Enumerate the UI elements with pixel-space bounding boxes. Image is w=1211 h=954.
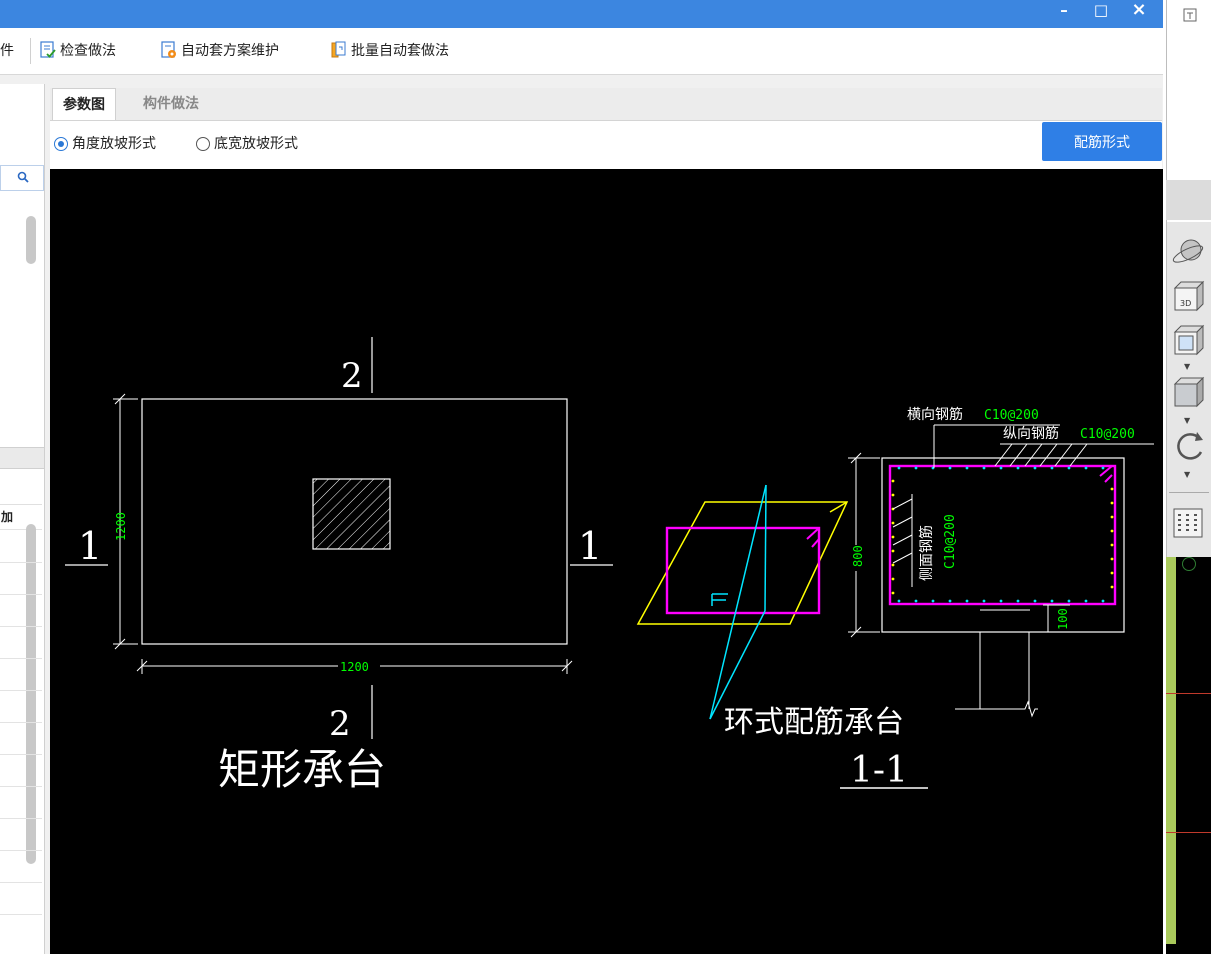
- cad-drawing: 2 2 1 1 1200 1200 矩形承台: [65, 337, 1154, 794]
- rotate-icon[interactable]: [1171, 428, 1207, 464]
- viewport-preview-strip: [1166, 557, 1211, 954]
- top-view-icon[interactable]: [1171, 322, 1207, 358]
- section-mark-bottom: 2: [329, 704, 351, 744]
- table-partial-header: 加: [1, 510, 14, 524]
- search-icon[interactable]: [17, 171, 30, 184]
- component-search-input[interactable]: [0, 165, 44, 191]
- radio-bottom-width-slope[interactable]: 底宽放坡形式: [196, 134, 298, 154]
- section-name: 环式配筋承台: [724, 705, 904, 740]
- table-scrollbar-thumb[interactable]: [26, 524, 36, 864]
- toolbar-divider: [30, 38, 31, 64]
- column-hatch: [312, 478, 391, 550]
- list-scrollbar-thumb[interactable]: [26, 216, 36, 264]
- minimize-icon[interactable]: –: [1060, 1, 1068, 19]
- batch-auto-method-button[interactable]: 批量自动套做法: [331, 40, 449, 62]
- batch-auto-method-label: 批量自动套做法: [351, 43, 449, 59]
- window-titlebar: – □ ×: [0, 0, 1163, 28]
- view-toolbar: 3D ▼ ▼ ▼: [1166, 222, 1211, 557]
- svg-text:3D: 3D: [1180, 299, 1191, 308]
- slope-form-options: 角度放坡形式 底宽放坡形式: [50, 121, 1162, 169]
- component-list-panel: 加: [0, 84, 45, 954]
- toolbar-item-partial[interactable]: 件: [0, 40, 14, 62]
- section-id: 1-1: [850, 750, 908, 791]
- tab-component-method[interactable]: 构件做法: [143, 96, 199, 112]
- close-icon[interactable]: ×: [1131, 0, 1147, 20]
- iso-base-plane: [636, 501, 849, 625]
- check-doc-icon: [40, 41, 56, 58]
- toolbar-item-label: 件: [0, 43, 14, 59]
- view-3d-icon[interactable]: 3D: [1171, 278, 1207, 314]
- radio-unselected-icon: [196, 137, 210, 151]
- iso-rebar-ring: [665, 526, 821, 615]
- chevron-down-icon[interactable]: ▼: [1184, 362, 1191, 371]
- auto-scheme-icon: [161, 41, 176, 58]
- section-top-dots: [897, 466, 1105, 603]
- section-mark-left: 1: [78, 524, 102, 568]
- transverse-rebar-label: 横向钢筋: [907, 406, 963, 423]
- section-rebar-ring: [888, 464, 1117, 606]
- section-mark-right: 1: [578, 524, 602, 568]
- orbit-icon[interactable]: [1171, 236, 1207, 270]
- check-method-button[interactable]: 检查做法: [40, 40, 116, 62]
- tab-bar: 参数图 构件做法: [50, 88, 1162, 121]
- tab-parameter-diagram[interactable]: 参数图: [52, 88, 116, 120]
- radio-angle-slope-label: 角度放坡形式: [72, 136, 156, 152]
- chevron-down-icon[interactable]: ▼: [1184, 416, 1191, 425]
- batch-icon: [331, 41, 346, 58]
- auto-scheme-maintain-label: 自动套方案维护: [181, 43, 279, 59]
- left-panel-splitter[interactable]: [0, 447, 44, 469]
- chevron-down-icon[interactable]: ▼: [1184, 470, 1191, 479]
- box-view-icon[interactable]: [1171, 374, 1207, 410]
- radio-selected-icon: [54, 137, 68, 151]
- section-height-dimension: 800: [851, 545, 865, 567]
- auto-scheme-maintain-button[interactable]: 自动套方案维护: [161, 40, 279, 62]
- longitudinal-rebar-label: 纵向钢筋: [1003, 425, 1059, 442]
- maximize-icon[interactable]: □: [1093, 1, 1109, 19]
- toolbar: 件 检查做法 自动套方案维护 批量自动套做法: [0, 28, 1163, 75]
- check-method-label: 检查做法: [60, 43, 116, 59]
- grid-layout-icon[interactable]: [1171, 506, 1207, 540]
- section-cover-dimension: 100: [1056, 608, 1070, 630]
- side-rebar-value: C10@200: [943, 514, 958, 569]
- section-side-dots: [891, 479, 1114, 595]
- plan-width-dimension: 1200: [340, 660, 369, 674]
- parameter-drawing-canvas[interactable]: 2 2 1 1 1200 1200 矩形承台: [50, 169, 1163, 954]
- plan-title: 矩形承台: [218, 745, 386, 794]
- transverse-rebar-value: C10@200: [984, 408, 1039, 423]
- section-mark-top: 2: [341, 356, 363, 396]
- radio-bottom-width-slope-label: 底宽放坡形式: [214, 136, 298, 152]
- right-panel-header: [1166, 180, 1211, 220]
- side-rebar-label: 侧面钢筋: [918, 525, 935, 581]
- section-outline: [881, 457, 1125, 633]
- plan-height-dimension: 1200: [114, 512, 128, 541]
- radio-angle-slope[interactable]: 角度放坡形式: [54, 134, 156, 154]
- longitudinal-rebar-value: C10@200: [1080, 427, 1135, 442]
- rebar-form-button[interactable]: 配筋形式: [1042, 122, 1162, 161]
- pin-icon[interactable]: [1183, 8, 1197, 22]
- pile-cap-outline: [141, 398, 568, 645]
